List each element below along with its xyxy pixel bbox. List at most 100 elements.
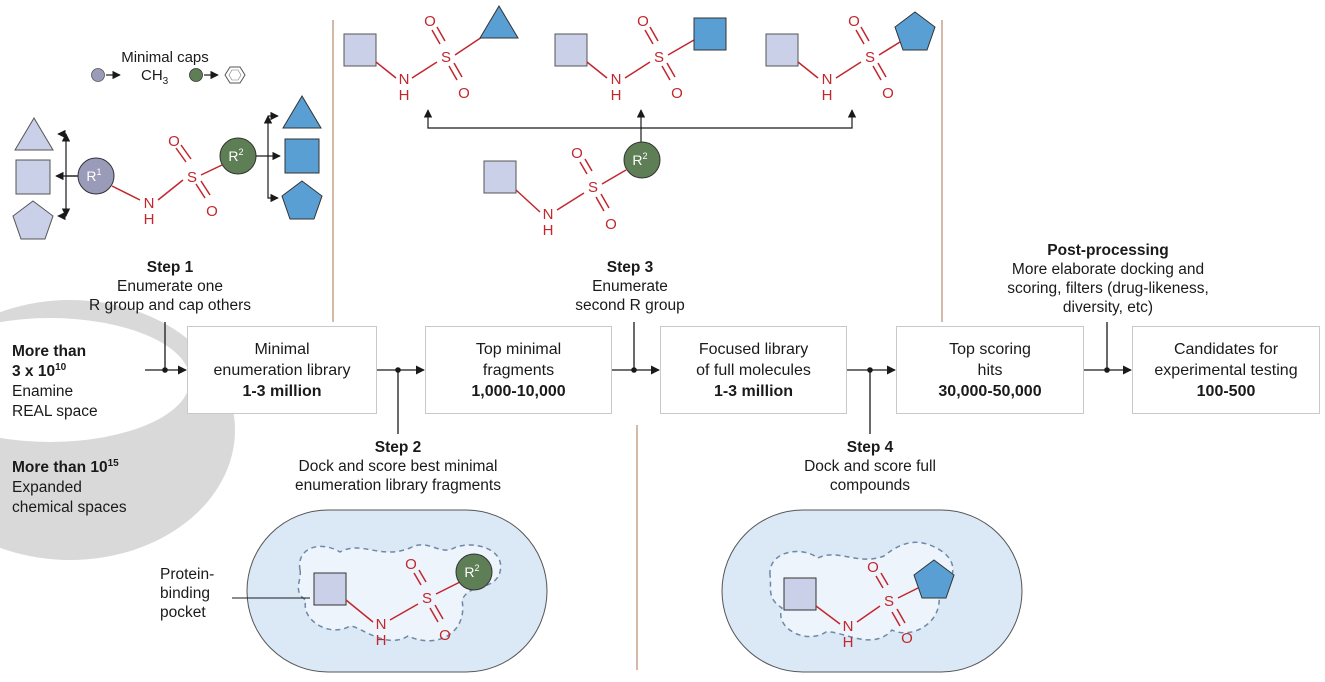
- bond: [595, 196, 605, 212]
- expanded-space-line: Expanded: [12, 479, 82, 496]
- branch-arrow: [61, 133, 78, 177]
- real-space-count: 3 x 1010: [12, 361, 67, 380]
- bond: [586, 61, 608, 79]
- bond: [515, 189, 541, 213]
- bond: [601, 169, 627, 185]
- r2-label: R2: [464, 563, 479, 580]
- step3-label: Step 3 Enumerate second R group: [575, 259, 685, 314]
- bond: [180, 144, 192, 160]
- bond: [195, 183, 206, 199]
- atom-h: H: [543, 222, 554, 239]
- atom-o: O: [424, 13, 436, 30]
- bond: [644, 29, 654, 45]
- atom-s: S: [588, 179, 598, 196]
- atom-o: O: [405, 556, 417, 573]
- atom-h: H: [376, 632, 387, 649]
- bond: [856, 605, 881, 623]
- bond: [435, 581, 461, 595]
- bond: [649, 26, 659, 42]
- real-space-label: More than 3 x 1010 Enamine REAL space: [12, 342, 98, 422]
- bond: [667, 39, 695, 56]
- triangle-blue-shape: [282, 95, 322, 129]
- bond: [111, 185, 141, 201]
- bond: [175, 147, 187, 163]
- pentagon-blue-shape: [913, 559, 955, 599]
- atom-n: N: [144, 195, 155, 212]
- benzene-icon: [224, 66, 246, 84]
- bond: [855, 29, 865, 45]
- atom-s: S: [654, 49, 664, 66]
- candidates-box: Candidates for experimental testing 100-…: [1132, 326, 1320, 414]
- expanded-space-line: chemical spaces: [12, 499, 127, 516]
- square-shape: [313, 572, 347, 606]
- atom-h: H: [399, 87, 410, 104]
- atom-o: O: [571, 145, 583, 162]
- bond: [891, 611, 901, 627]
- atom-o: O: [458, 85, 470, 102]
- atom-o: O: [882, 85, 894, 102]
- bond: [584, 158, 593, 172]
- atom-o: O: [901, 630, 913, 647]
- bond: [897, 587, 919, 599]
- bond: [860, 26, 870, 42]
- pentagon-blue-shape: [281, 180, 323, 220]
- bond: [375, 61, 397, 79]
- protein-pocket-label: Protein- binding pocket: [160, 566, 215, 621]
- bond: [200, 180, 211, 196]
- atom-o: O: [605, 216, 617, 233]
- atom-s: S: [865, 49, 875, 66]
- r2-group: [623, 141, 661, 179]
- bond: [835, 61, 862, 79]
- bond: [815, 605, 841, 625]
- bond: [872, 65, 882, 81]
- branch-arrow: [256, 115, 273, 157]
- real-space-line: REAL space: [12, 403, 98, 420]
- atom-o: O: [439, 627, 451, 644]
- square-shape: [783, 577, 817, 611]
- bond: [413, 572, 422, 586]
- r1-cap-dot: [91, 68, 105, 82]
- bond: [436, 26, 446, 42]
- atom-o: O: [206, 203, 218, 220]
- atom-h: H: [611, 87, 622, 104]
- bond: [877, 62, 887, 78]
- bond: [600, 193, 610, 209]
- square-blue-shape: [284, 138, 320, 174]
- triangle-blue-shape: [479, 5, 519, 39]
- atom-n: N: [543, 206, 554, 223]
- bond: [661, 65, 671, 81]
- branch-arrow: [641, 109, 857, 129]
- bond: [896, 608, 906, 624]
- bond: [453, 62, 463, 78]
- r2-group: [455, 553, 493, 591]
- top-scoring-hits-box: Top scoring hits 30,000-50,000: [896, 326, 1084, 414]
- atom-n: N: [611, 71, 622, 88]
- focused-library-box: Focused library of full molecules 1-3 mi…: [660, 326, 847, 414]
- ch3-label: CH3: [141, 67, 169, 87]
- branch-arrow: [423, 109, 641, 129]
- atom-n: N: [399, 71, 410, 88]
- r2-label: R2: [632, 151, 647, 168]
- atom-o: O: [848, 13, 860, 30]
- pentagon-blue-shape: [894, 11, 936, 51]
- bond: [579, 161, 588, 175]
- post-processing-label: Post-processing More elaborate docking a…: [1007, 242, 1209, 316]
- r2-label: R2: [228, 147, 243, 164]
- atom-o: O: [637, 13, 649, 30]
- square-shape: [554, 33, 588, 67]
- square-shape: [483, 160, 517, 194]
- bond: [666, 62, 676, 78]
- atom-n: N: [822, 71, 833, 88]
- bond: [429, 607, 439, 623]
- bond: [448, 65, 458, 81]
- bond: [157, 179, 184, 201]
- atom-s: S: [422, 590, 432, 607]
- bond: [411, 61, 438, 79]
- bond: [454, 36, 483, 56]
- branch-arrow: [267, 156, 279, 203]
- square-shape: [343, 33, 377, 67]
- bond: [389, 603, 419, 621]
- atom-n: N: [376, 616, 387, 633]
- expanded-space-count: More than 1015: [12, 457, 119, 476]
- r1-group: [77, 157, 115, 195]
